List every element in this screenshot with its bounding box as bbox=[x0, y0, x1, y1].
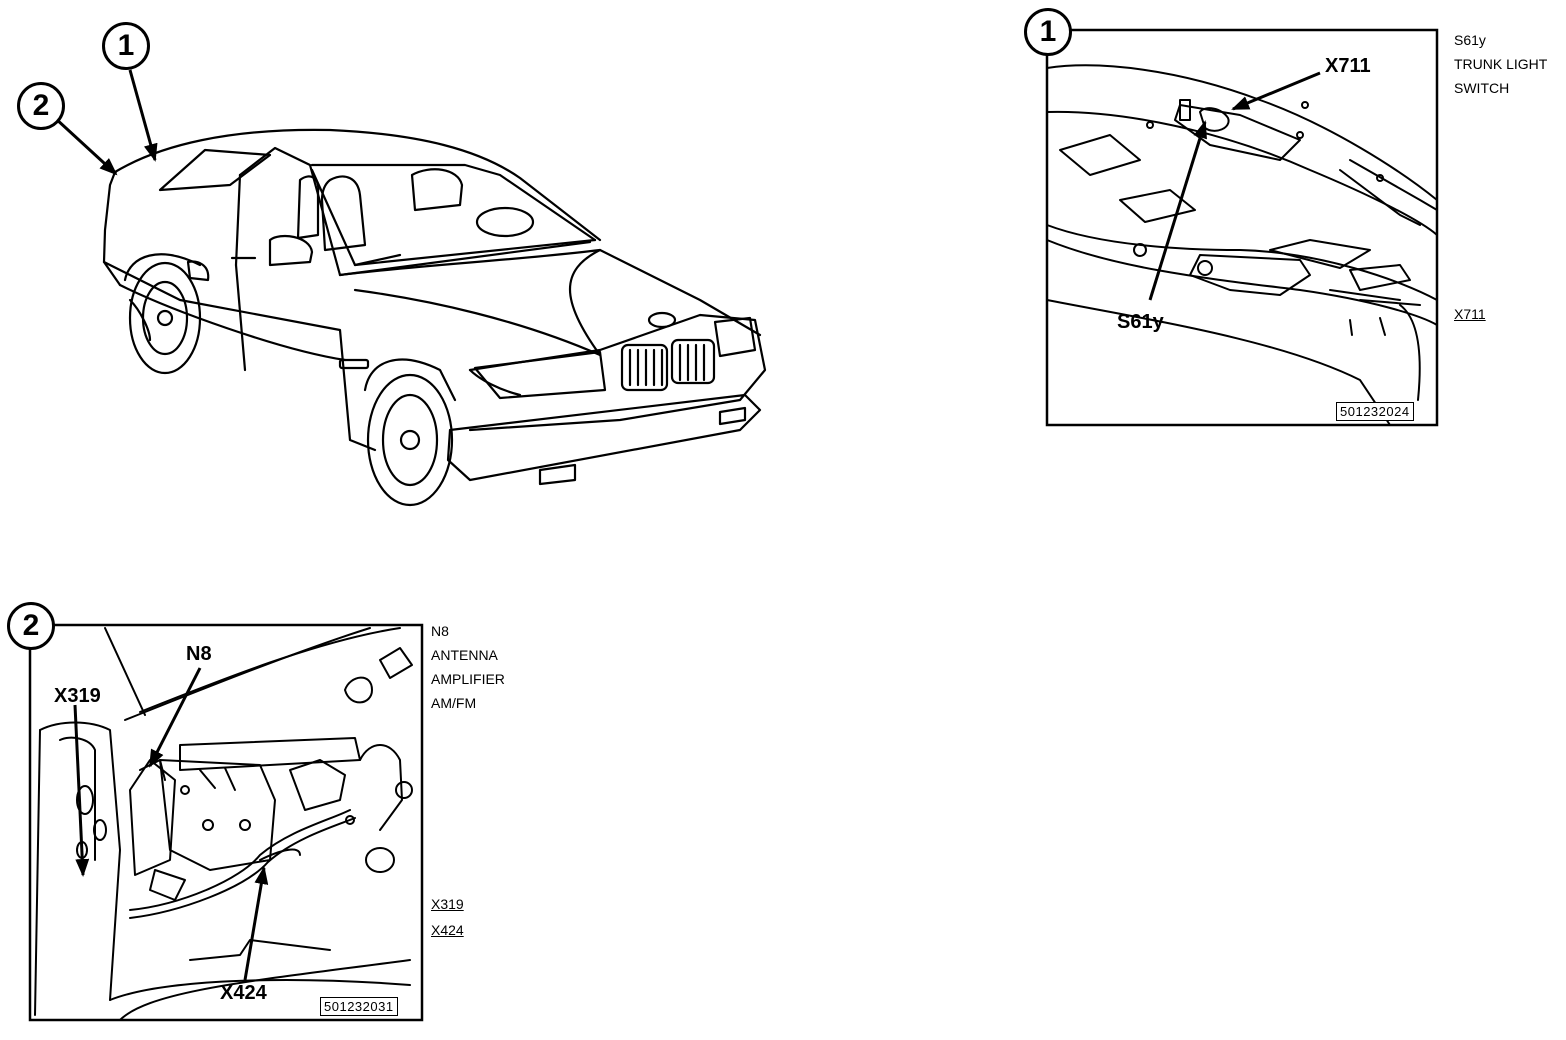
detail-2-frame bbox=[28, 623, 424, 1022]
s61y-arrow bbox=[1148, 120, 1207, 301]
detail-1-frame bbox=[1045, 28, 1439, 427]
detail-1-reference-x711: X711 bbox=[1454, 306, 1486, 322]
detail-2-figure-code: 501232031 bbox=[320, 997, 398, 1016]
label-x424: X424 bbox=[220, 982, 267, 1004]
detail-1-figure-code: 501232024 bbox=[1336, 402, 1414, 421]
car-illustration bbox=[102, 128, 767, 507]
n8-arrow bbox=[148, 667, 202, 768]
label-s61y: S61y bbox=[1117, 311, 1164, 333]
x711-arrow bbox=[1231, 71, 1321, 111]
callout-2-arrow bbox=[53, 116, 118, 176]
label-n8: N8 bbox=[186, 643, 212, 665]
callout-1: 1 bbox=[102, 22, 150, 70]
detail-1-number: 1 bbox=[1024, 8, 1072, 56]
detail-2-description: N8 ANTENNA AMPLIFIER AM/FM bbox=[431, 623, 505, 711]
label-x319: X319 bbox=[54, 685, 101, 707]
trunk-lid-illustration bbox=[1046, 64, 1438, 426]
detail-2-number: 2 bbox=[7, 602, 55, 650]
detail-2-reference-x424: X424 bbox=[431, 922, 464, 938]
detail-1-description: S61y TRUNK LIGHT SWITCH bbox=[1454, 32, 1548, 96]
detail-2-reference-x319: X319 bbox=[431, 896, 464, 912]
callout-1-arrow bbox=[128, 69, 158, 162]
x424-arrow bbox=[243, 866, 269, 981]
callout-2: 2 bbox=[17, 82, 65, 130]
label-x711: X711 bbox=[1325, 55, 1371, 77]
x319-arrow bbox=[73, 704, 90, 877]
